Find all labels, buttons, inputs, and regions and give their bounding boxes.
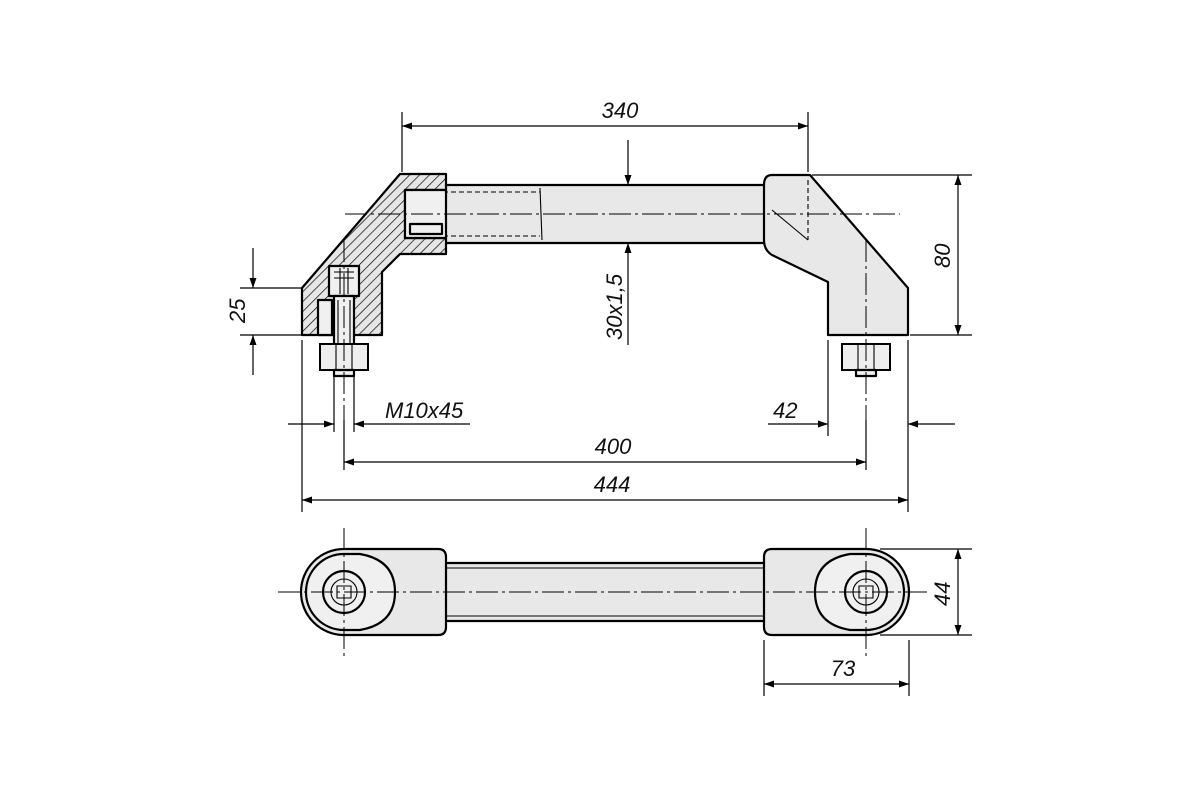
left-insert-slot xyxy=(408,222,444,236)
dimension-400: 400 xyxy=(595,434,632,459)
top-view xyxy=(278,528,930,656)
dimension-340: 340 xyxy=(602,98,639,123)
dimension-73: 73 xyxy=(831,656,856,681)
dimension-42: 42 xyxy=(773,398,797,423)
right-end-edge xyxy=(771,209,809,241)
break-line xyxy=(539,187,543,241)
right-end xyxy=(762,173,910,337)
dimension-44: 44 xyxy=(930,582,955,606)
dimension-80: 80 xyxy=(930,243,955,268)
dimension-25: 25 xyxy=(225,298,250,324)
side-view xyxy=(300,172,910,420)
top-view-dimensions: 44 73 xyxy=(763,548,972,696)
dimension-tube: 30x1,5 xyxy=(602,273,627,340)
dimension-screw: M10x45 xyxy=(385,398,464,423)
left-counterbore xyxy=(316,298,334,337)
side-view-dimensions: 340 30x1,5 80 25 M10x45 42 40 xyxy=(225,98,972,512)
dimension-444: 444 xyxy=(594,472,631,497)
